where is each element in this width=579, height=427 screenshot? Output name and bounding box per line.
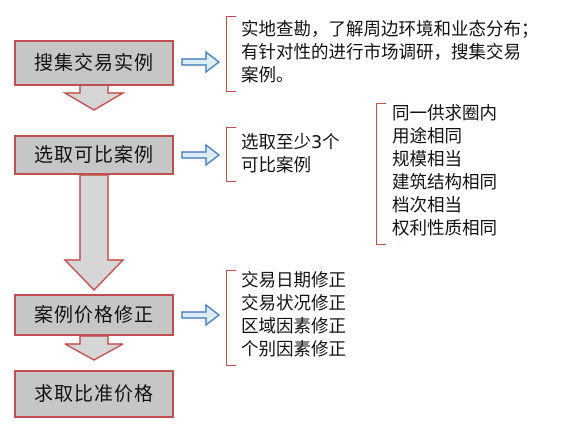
criteria-item: 档次相当 [392, 196, 462, 216]
criteria-item: 建筑结构相同 [392, 173, 497, 193]
note-step1: 实地查勘，了解周边环境和业态分布； 有针对性的进行市场调研，搜集交易 案例。 [241, 19, 539, 88]
adjustment-item: 交易日期修正 [241, 271, 346, 291]
note-step2-criteria: 同一供求圈内 用途相同 规模相当 建筑结构相同 档次相当 权利性质相同 [392, 103, 497, 241]
step-collect-transactions: 搜集交易实例 [14, 40, 174, 86]
bracket-step3 [226, 270, 236, 366]
criteria-item: 规模相当 [392, 150, 462, 170]
bracket-step2 [226, 127, 236, 182]
bracket-step1 [226, 16, 236, 92]
step-select-comparables: 选取可比案例 [14, 135, 174, 175]
note-line: 有针对性的进行市场调研，搜集交易 [241, 43, 521, 63]
step-label: 求取比准价格 [33, 382, 154, 405]
adjustment-item: 交易状况修正 [241, 294, 346, 314]
down-arrow-3 [64, 335, 124, 361]
note-line: 实地查勘，了解周边环境和业态分布； [241, 20, 539, 40]
note-step3: 交易日期修正 交易状况修正 区域因素修正 个别因素修正 [241, 270, 346, 362]
bracket-step2-criteria [376, 103, 386, 245]
note-line: 可比案例 [241, 156, 311, 176]
step-label: 搜集交易实例 [33, 51, 154, 74]
step-label: 选取可比案例 [33, 143, 154, 166]
step-label: 案例价格修正 [33, 303, 154, 326]
right-arrow-3 [181, 303, 221, 327]
note-line: 案例。 [241, 66, 294, 86]
down-arrow-2 [63, 174, 125, 292]
adjustment-item: 个别因素修正 [241, 340, 346, 360]
criteria-item: 权利性质相同 [392, 219, 497, 239]
criteria-item: 用途相同 [392, 127, 462, 147]
criteria-item: 同一供求圈内 [392, 104, 497, 124]
step-price-adjustment: 案例价格修正 [14, 294, 174, 336]
down-arrow-1 [62, 84, 126, 111]
adjustment-item: 区域因素修正 [241, 317, 346, 337]
step-derive-comparable-price: 求取比准价格 [14, 370, 174, 418]
note-step2: 选取至少3个 可比案例 [241, 132, 340, 178]
right-arrow-2 [181, 143, 221, 167]
note-line: 选取至少3个 [241, 133, 340, 153]
right-arrow-1 [181, 50, 221, 74]
